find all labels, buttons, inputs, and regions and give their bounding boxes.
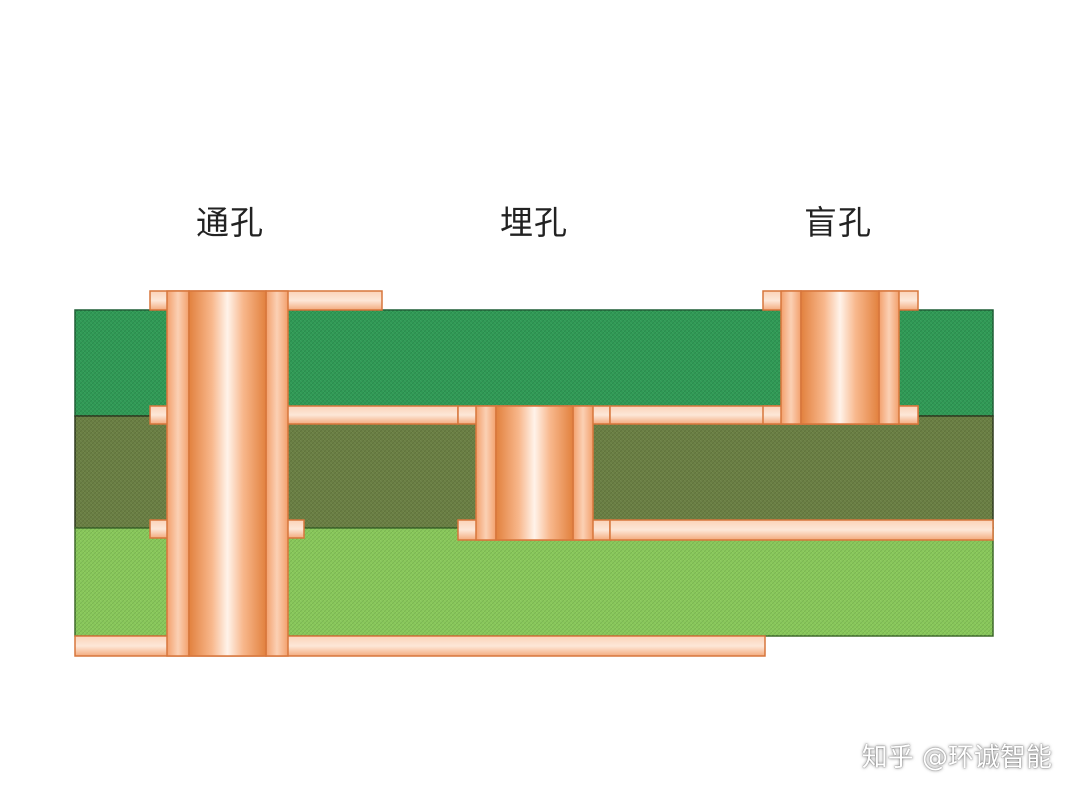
through-hole-left-wall <box>166 290 190 657</box>
through-hole-barrel <box>188 290 267 657</box>
through-hole-right-wall <box>265 290 289 657</box>
through-hole-via <box>74 290 766 657</box>
blind-right-wall <box>878 290 900 425</box>
buried-right-wall <box>572 405 594 541</box>
through-hole-label: 通孔 <box>196 203 264 242</box>
buried-via-label: 埋孔 <box>500 203 568 242</box>
buried-via <box>457 405 994 541</box>
watermark: 知乎 @环诚智能 <box>861 743 1052 773</box>
blind-via-label: 盲孔 <box>804 203 872 242</box>
buried-left-wall <box>475 405 497 541</box>
buried-bottom-trace <box>609 519 994 541</box>
blind-via-barrel <box>800 290 880 425</box>
blind-via <box>762 290 919 425</box>
blind-left-wall <box>780 290 802 425</box>
buried-via-barrel <box>495 405 574 541</box>
